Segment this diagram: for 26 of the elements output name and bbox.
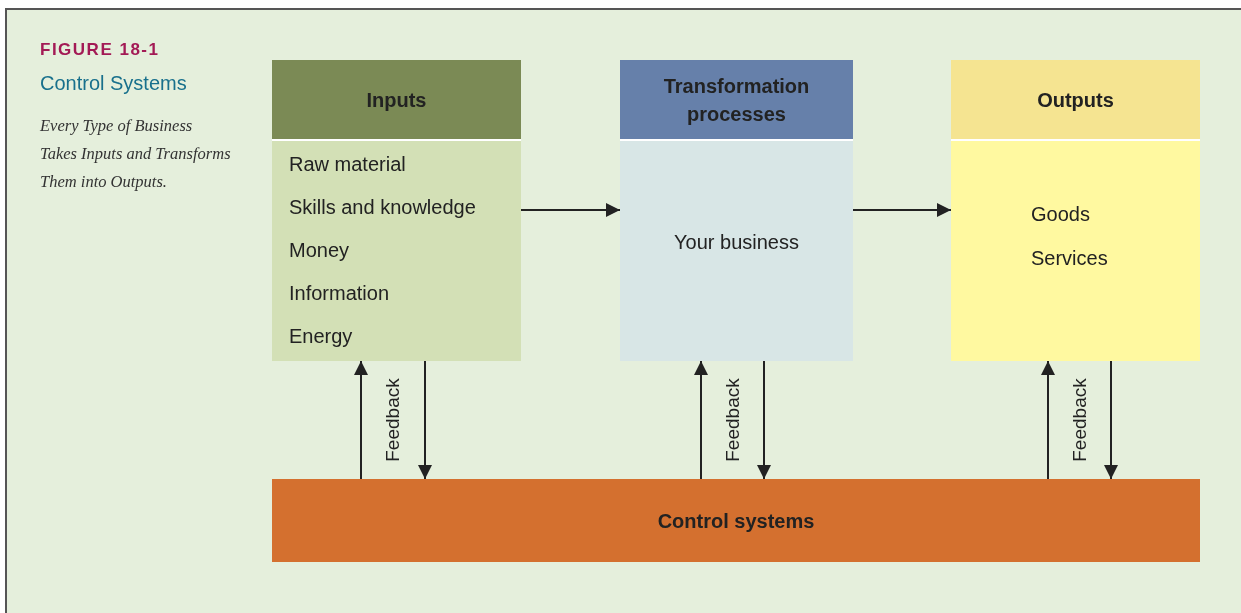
edge-label: Feedback: [382, 377, 404, 464]
box-item: Your business: [674, 230, 799, 255]
arrow: [520, 203, 621, 217]
edge-label: Feedback: [1069, 377, 1091, 464]
arrow: [418, 360, 432, 480]
figure-caption: Every Type of Business Takes Inputs and Transforms Them into Outputs.: [40, 115, 232, 193]
box-heading: Control systems: [656, 508, 816, 534]
box-item: Information: [289, 281, 390, 306]
arrow: [354, 360, 368, 480]
arrow: [1041, 360, 1055, 480]
figure-title: Control Systems: [40, 72, 187, 95]
arrow: [852, 203, 952, 217]
box-item: Money: [289, 238, 350, 263]
edge-label: Feedback: [722, 377, 744, 464]
box-item: Goods: [1031, 202, 1090, 227]
box-item: Raw material: [289, 152, 406, 177]
box-item: Energy: [289, 324, 353, 349]
figure-number: FIGURE 18-1: [40, 40, 160, 60]
box-item: Services: [1031, 246, 1108, 271]
arrow: [757, 360, 771, 480]
arrow: [1104, 360, 1118, 480]
box-heading: Transformation processes: [662, 73, 811, 127]
box-heading: Inputs: [365, 87, 428, 113]
box-item: Skills and knowledge: [289, 195, 476, 220]
box-heading: Outputs: [1036, 87, 1115, 113]
arrow: [694, 360, 708, 480]
